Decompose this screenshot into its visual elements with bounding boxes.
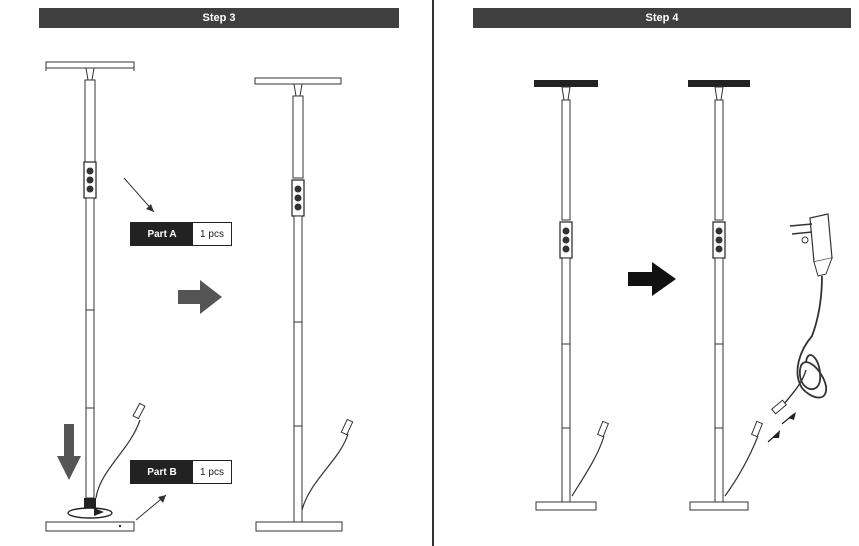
panel-divider [432, 0, 434, 546]
part-b-name: Part B [131, 461, 193, 483]
step3-next-arrow [178, 280, 222, 314]
lamp-step4-after [688, 80, 764, 511]
step-3-header: Step 3 [39, 8, 399, 28]
step4-next-arrow [628, 262, 676, 296]
lamp-step4-before [534, 80, 610, 511]
power-adapter [767, 213, 833, 443]
part-b-label: Part B 1 pcs [130, 460, 232, 484]
lamp-step3-before [45, 61, 167, 532]
part-a-name: Part A [131, 223, 193, 245]
part-b-qty: 1 pcs [200, 466, 224, 478]
part-a-label: Part A 1 pcs [130, 222, 232, 246]
step-4-header: Step 4 [473, 8, 851, 28]
part-a-qty: 1 pcs [200, 228, 224, 240]
lamp-step3-after [254, 77, 354, 532]
